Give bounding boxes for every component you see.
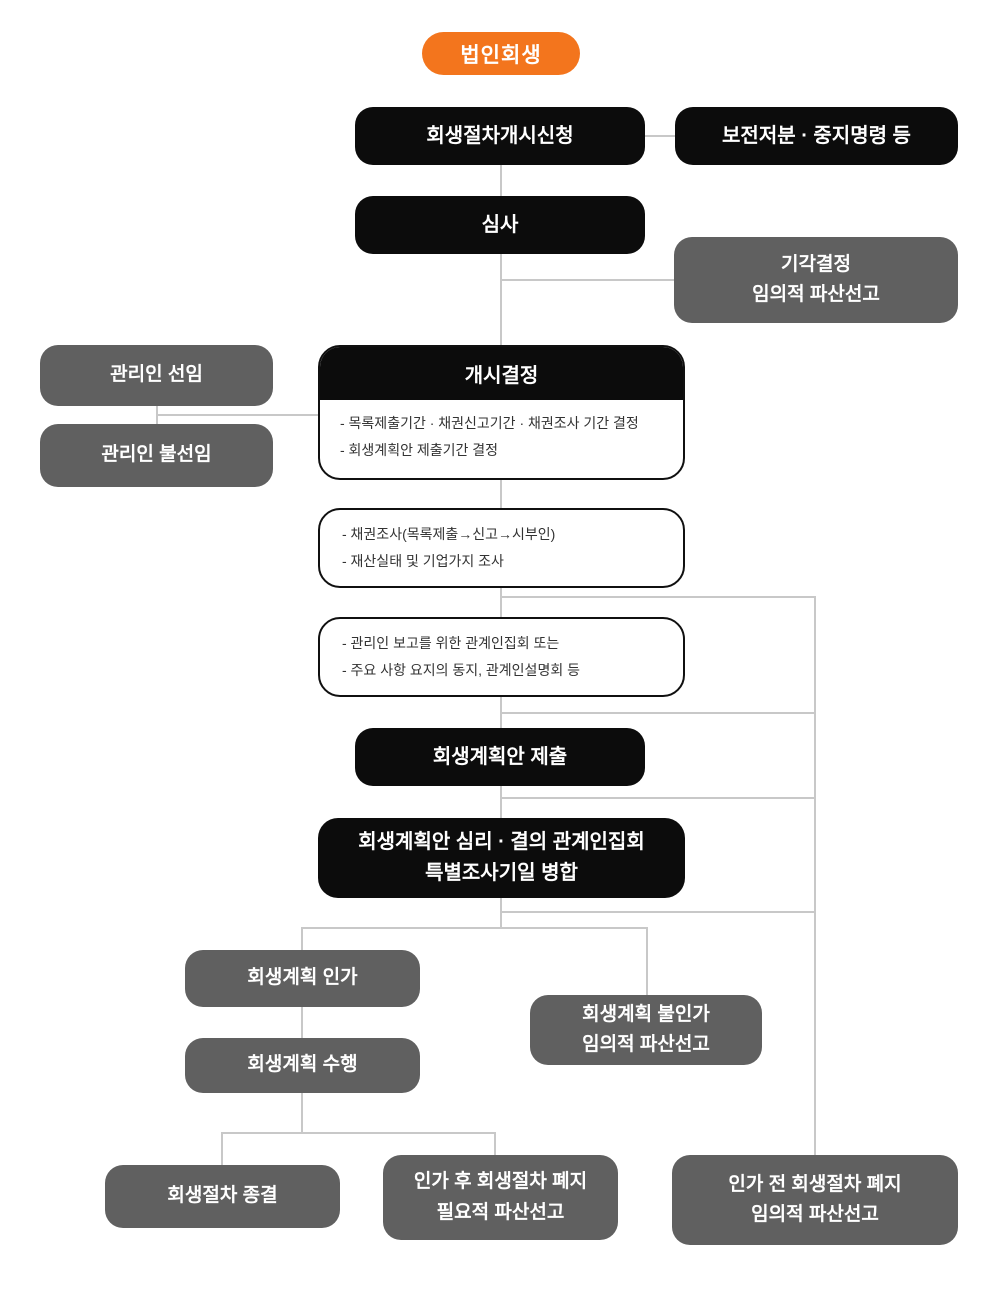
connector (301, 1093, 303, 1133)
node-commencement: 개시결정 - 목록제출기간 · 채권신고기간 · 채권조사 기간 결정 - 회생… (318, 345, 685, 480)
connector (500, 898, 502, 928)
node-plan-execution: 회생계획 수행 (185, 1038, 420, 1093)
connector (500, 596, 815, 598)
connector (500, 712, 815, 714)
connector (645, 135, 675, 137)
detail-line: - 채권조사(목록제출→신고→시부인) (342, 525, 556, 542)
detail-line: - 관리인 보고를 위한 관계인집회 또는 (342, 634, 560, 651)
connector (301, 927, 647, 929)
node-dismissal: 기각결정 임의적 파산선고 (674, 237, 958, 323)
connector (500, 588, 502, 617)
node-preservation: 보전저분 · 중지명령 등 (675, 107, 958, 165)
connector (500, 254, 502, 345)
connector (301, 1007, 303, 1038)
node-investigation: - 채권조사(목록제출→신고→시부인) - 재산실태 및 기업가지 조사 (318, 508, 685, 588)
node-review: 심사 (355, 196, 645, 254)
node-commencement-details: - 목록제출기간 · 채권신고기간 · 채권조사 기간 결정 - 회생계획안 제… (320, 400, 683, 475)
node-manager-appointed: 관리인 선임 (40, 345, 273, 406)
node-procedure-closure: 회생절차 종결 (105, 1165, 340, 1228)
node-post-approval-abolition: 인가 후 회생절차 폐지 필요적 파산선고 (383, 1155, 618, 1240)
node-report-meeting: - 관리인 보고를 위한 관계인집회 또는 - 주요 사항 요지의 동지, 관계… (318, 617, 685, 697)
connector (221, 1132, 495, 1134)
node-plan-assembly: 회생계획안 심리 · 결의 관계인집회 특별조사기일 병합 (318, 818, 685, 898)
node-root: 법인회생 (422, 32, 580, 75)
detail-line: - 회생계획안 제출기간 결정 (340, 442, 499, 459)
connector (500, 165, 502, 196)
node-filing: 회생절차개시신청 (355, 107, 645, 165)
detail-line: - 재산실태 및 기업가지 조사 (342, 553, 504, 569)
node-plan-disapproval: 회생계획 불인가 임의적 파산선고 (530, 995, 762, 1065)
connector (301, 927, 303, 950)
connector (500, 797, 815, 799)
connector (500, 279, 674, 281)
detail-line: - 주요 사항 요지의 동지, 관계인설명회 등 (342, 662, 580, 678)
connector (500, 480, 502, 508)
connector (814, 596, 816, 1156)
connector (221, 1132, 223, 1165)
node-pre-approval-abolition: 인가 전 회생절차 폐지 임의적 파산선고 (672, 1155, 958, 1245)
node-manager-not-appointed: 관리인 불선임 (40, 424, 273, 487)
connector (156, 414, 318, 416)
node-plan-submission: 회생계획안 제출 (355, 728, 645, 786)
node-commencement-title: 개시결정 (320, 347, 683, 400)
connector (646, 927, 648, 995)
connector (494, 1132, 496, 1155)
detail-line: - 목록제출기간 · 채권신고기간 · 채권조사 기간 결정 (340, 415, 639, 431)
connector (500, 911, 815, 913)
node-plan-approval: 회생계획 인가 (185, 950, 420, 1007)
connector (500, 786, 502, 818)
